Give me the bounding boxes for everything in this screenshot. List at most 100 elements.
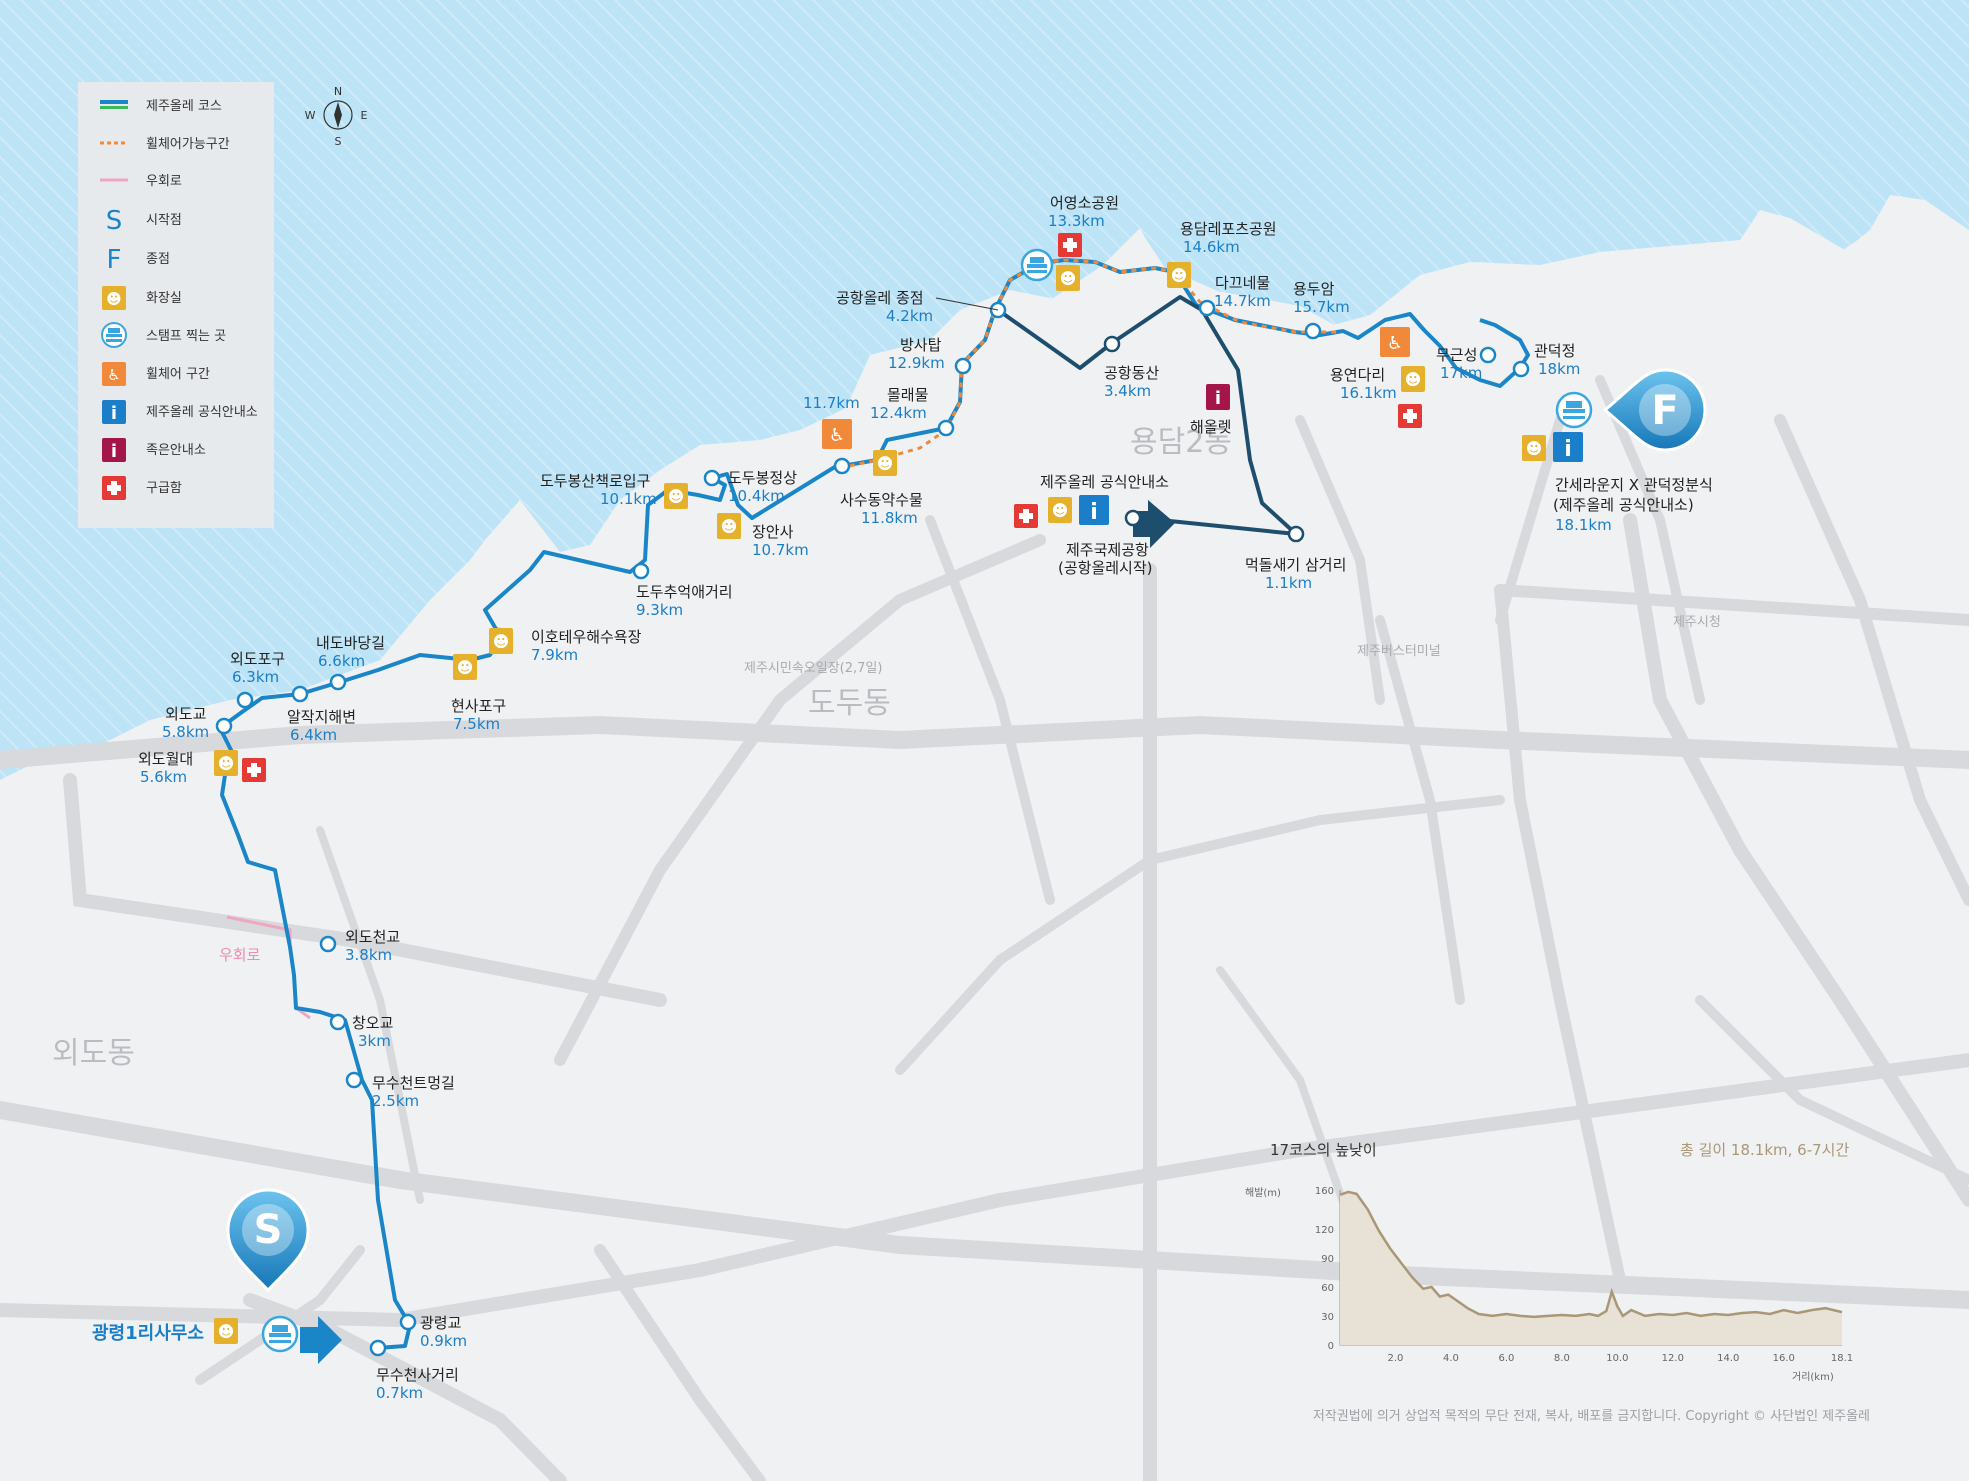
waypoint-name: 도두추억애거리 (636, 583, 733, 601)
marker-gwandeokjeong[interactable] (1512, 360, 1530, 378)
marker-dodu-chueok[interactable] (632, 562, 650, 580)
marker-meokdol[interactable] (1287, 525, 1305, 543)
toilet-icon: ☻ (664, 483, 688, 509)
haeollet-label: 해올렛 (1190, 418, 1231, 436)
marker-oedocheon[interactable] (319, 935, 337, 953)
svg-text:☻: ☻ (457, 658, 474, 677)
airport-route-markers (1103, 335, 1305, 543)
marker-sasu[interactable] (833, 457, 851, 475)
finish-pin-icon[interactable]: F (1602, 368, 1707, 452)
svg-text:E: E (361, 109, 368, 122)
legend-label: 화장실 (146, 291, 182, 306)
first-aid-icon (242, 758, 266, 782)
marker-aljakji[interactable] (291, 685, 309, 703)
svg-text:♿: ♿ (829, 425, 845, 446)
start-pin-icon[interactable]: S (226, 1188, 310, 1293)
toilet-icon: ☻ (214, 1318, 238, 1344)
svg-text:i: i (111, 441, 117, 462)
svg-text:☻: ☻ (1052, 501, 1069, 520)
waypoint-km: 18km (1538, 360, 1580, 378)
marker-airport-start[interactable] (1124, 509, 1142, 527)
airport-route (996, 295, 1298, 536)
small-info-icon: i (1206, 384, 1230, 410)
waypoint-name: 현사포구 (451, 697, 506, 715)
waypoint-km: 7.9km (531, 646, 578, 664)
legend-label: 구급함 (146, 481, 182, 496)
marker-musucheon[interactable] (369, 1339, 387, 1357)
chart-ytick: 60 (1321, 1283, 1334, 1294)
toilet-icon: ☻ (214, 750, 238, 776)
chart-ytick: 160 (1315, 1186, 1334, 1197)
elevation-line (1339, 1190, 1843, 1319)
toilet-icon: ☻ (873, 450, 897, 476)
info-center-icon: i (1553, 432, 1583, 462)
waypoint-name: 용두암 (1293, 280, 1335, 298)
detour-label: 우회로 (219, 946, 261, 964)
marker-naedo[interactable] (329, 673, 347, 691)
marker-yongduam[interactable] (1304, 322, 1322, 340)
svg-text:i: i (1564, 437, 1572, 462)
marker-mugeunseong[interactable] (1479, 346, 1497, 364)
svg-text:☻: ☻ (1171, 266, 1188, 285)
waypoint-km: 13.3km (1048, 212, 1105, 230)
waypoint-km: 0.9km (420, 1332, 467, 1350)
waypoint-km: 3.8km (345, 946, 392, 964)
waypoint-km: 6.3km (232, 668, 279, 686)
chart-ytick: 120 (1315, 1225, 1334, 1236)
marker-dakkne[interactable] (1198, 299, 1216, 317)
marker-dodubong-peak[interactable] (703, 469, 721, 487)
svg-text:☻: ☻ (668, 487, 685, 506)
finish-km: 18.1km (1555, 516, 1612, 534)
chart-xtick: 8.0 (1554, 1353, 1570, 1364)
waypoint-name: 이호테우해수욕장 (531, 628, 642, 646)
svg-text:i: i (111, 403, 117, 424)
legend-label: 휠체어가능구간 (146, 137, 230, 152)
toilet-icon: ☻ (1048, 497, 1072, 523)
svg-text:S: S (254, 1207, 283, 1253)
waypoint-name: 사수동약수물 (840, 491, 923, 509)
marker-changogyo[interactable] (329, 1013, 347, 1031)
marker-gwangryeong[interactable] (399, 1313, 417, 1331)
svg-text:i: i (1090, 500, 1098, 525)
waypoint-km: 3km (358, 1032, 391, 1050)
first-aid-icons (242, 233, 1422, 782)
start-name: 광령1리사무소 (92, 1323, 204, 1344)
svg-text:W: W (305, 109, 316, 122)
waypoint-km: 1.1km (1265, 574, 1312, 592)
marker-gonghang-dongsan[interactable] (1103, 335, 1121, 353)
marker-mollaemul[interactable] (937, 419, 955, 437)
waypoint-name: 외도천교 (345, 928, 400, 946)
marker-bangsatap[interactable] (954, 357, 972, 375)
waypoint-km: 4.2km (886, 307, 933, 325)
waypoint-km: 14.7km (1214, 292, 1271, 310)
waypoint-km: 10.1km (600, 490, 657, 508)
finish-name: 간세라운지 X 관덕정분식 (1555, 476, 1713, 494)
waypoint-km: 5.6km (140, 768, 187, 786)
waypoint-km: 12.4km (870, 404, 927, 422)
chart-xtick: 16.0 (1773, 1353, 1795, 1364)
marker-oedopogu[interactable] (236, 691, 254, 709)
waypoint-name: 방사탑 (900, 336, 942, 354)
copyright-text: 저작권법에 의거 상업적 목적의 무단 전재, 복사, 배포를 금지합니다. C… (1313, 1409, 1870, 1424)
waypoint-km: 14.6km (1183, 238, 1240, 256)
legend-stamp-icon (101, 322, 127, 348)
marker-musu-teumeong[interactable] (345, 1071, 363, 1089)
chart-xtick: 14.0 (1717, 1353, 1739, 1364)
waypoint-name: 장안사 (752, 523, 794, 541)
svg-text:F: F (1651, 388, 1678, 434)
waypoint-km: 11.7km (803, 394, 860, 412)
road-network (0, 375, 1969, 1481)
legend-first-aid-icon (102, 476, 126, 500)
waypoint-name: 광령교 (420, 1314, 461, 1332)
svg-text:☻: ☻ (218, 754, 235, 773)
svg-text:i: i (1215, 388, 1221, 409)
svg-text:N: N (334, 85, 342, 98)
waypoint-km: 9.3km (636, 601, 683, 619)
legend-small-info-icon: i (102, 438, 126, 462)
landmark-city-hall: 제주시청 (1673, 615, 1721, 630)
marker-oedogyo[interactable] (215, 717, 233, 735)
leader-airport-end (935, 297, 999, 311)
waypoint-name: 도두봉정상 (728, 469, 797, 487)
